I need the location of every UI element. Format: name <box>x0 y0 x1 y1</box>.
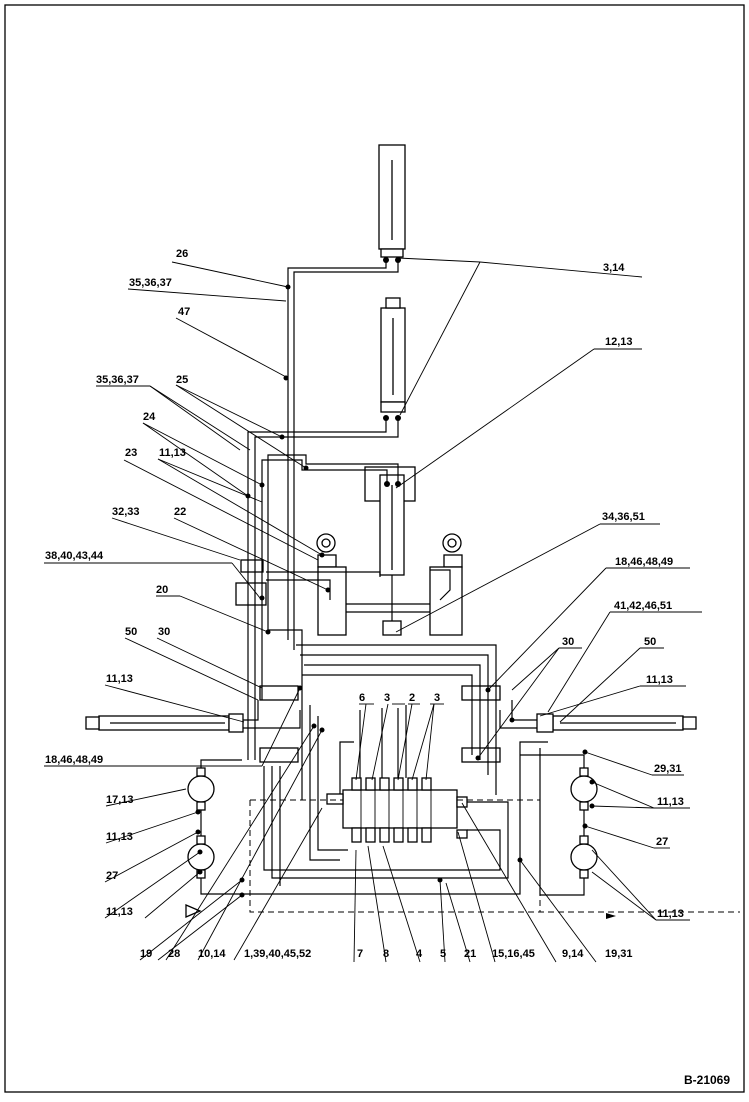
callout-label: 30 <box>562 636 574 648</box>
drawing-number: B-21069 <box>684 1073 730 1087</box>
callout-label: 11,13 <box>646 674 673 686</box>
control-valve-bank <box>326 777 468 843</box>
callout-label: 5 <box>440 948 446 960</box>
callout-label: 10,14 <box>198 948 226 960</box>
lifting-eye-right <box>429 533 463 636</box>
callout-label: 34,36,51 <box>602 511 645 523</box>
callout-label: 25 <box>176 374 188 386</box>
callout-label: 50 <box>644 636 656 648</box>
callout-label: 35,36,37 <box>129 277 172 289</box>
clamp-block <box>259 685 299 701</box>
callout-label: 11,13 <box>159 447 186 459</box>
lifting-eye-left <box>316 533 347 636</box>
callout-label: 32,33 <box>112 506 140 518</box>
clamp-block <box>240 559 264 573</box>
callout-label: 30 <box>158 626 170 638</box>
callout-label: 1,39,40,45,52 <box>244 948 311 960</box>
callout-label: 11,13 <box>106 673 133 685</box>
callout-label: 41,42,46,51 <box>614 600 672 612</box>
callout-label: 12,13 <box>605 336 633 348</box>
return-line <box>249 800 740 913</box>
callout-label: 21 <box>464 948 476 960</box>
callout-label: 2 <box>409 692 415 704</box>
callout-label: 38,40,43,44 <box>45 550 104 562</box>
drawing-border <box>4 4 745 1093</box>
clamp-block <box>461 685 501 701</box>
callout-label: 18,46,48,49 <box>45 754 103 766</box>
callout-label: 29,31 <box>654 763 682 775</box>
callout-label: 19 <box>140 948 152 960</box>
callout-label: 15,16,45 <box>492 948 535 960</box>
flow-arrow <box>606 913 616 919</box>
callout-label: 27 <box>656 836 668 848</box>
side-manifold <box>235 582 267 606</box>
callout-label: 7 <box>357 948 363 960</box>
callout-label: 3 <box>434 692 440 704</box>
callout-label: 8 <box>383 948 389 960</box>
callout-labels: 26 35,36,37 47 35,36,37 25 24 11,13 23 3… <box>45 248 684 960</box>
callout-label: 27 <box>106 870 118 882</box>
clamp-block <box>461 747 501 763</box>
right-horizontal-cylinder <box>536 713 697 733</box>
callout-label: 3 <box>384 692 390 704</box>
lower-vertical-cylinder <box>380 297 406 421</box>
callout-label: 3,14 <box>603 262 625 274</box>
left-horizontal-cylinder <box>85 713 244 733</box>
callout-label: 9,14 <box>562 948 584 960</box>
travel-motor-left-upper <box>187 767 215 811</box>
center-block <box>382 620 402 636</box>
callout-label: 17,13 <box>106 794 134 806</box>
callout-label: 11,13 <box>106 831 133 843</box>
travel-motor-right-lower <box>570 835 598 879</box>
callout-label: 19,31 <box>605 948 633 960</box>
callout-label: 20 <box>156 584 168 596</box>
callout-label: 26 <box>176 248 188 260</box>
callout-label: 47 <box>178 306 190 318</box>
callout-label: 6 <box>359 692 365 704</box>
callout-label: 11,13 <box>106 906 133 918</box>
callout-label: 28 <box>168 948 180 960</box>
callout-label: 11,13 <box>657 908 684 920</box>
callout-label: 23 <box>125 447 137 459</box>
callout-label: 11,13 <box>657 796 684 808</box>
callout-label: 4 <box>416 948 423 960</box>
callout-label: 22 <box>174 506 186 518</box>
callout-leaders <box>44 257 702 963</box>
center-cylinder <box>364 466 416 576</box>
travel-motor-right-upper <box>570 767 598 811</box>
callout-label: 18,46,48,49 <box>615 556 673 568</box>
callout-label: 24 <box>143 411 156 423</box>
flow-arrow <box>185 904 202 918</box>
callout-label: 35,36,37 <box>96 374 139 386</box>
upper-vertical-cylinder <box>378 144 406 263</box>
callout-label: 50 <box>125 626 137 638</box>
connection-points <box>195 284 595 898</box>
